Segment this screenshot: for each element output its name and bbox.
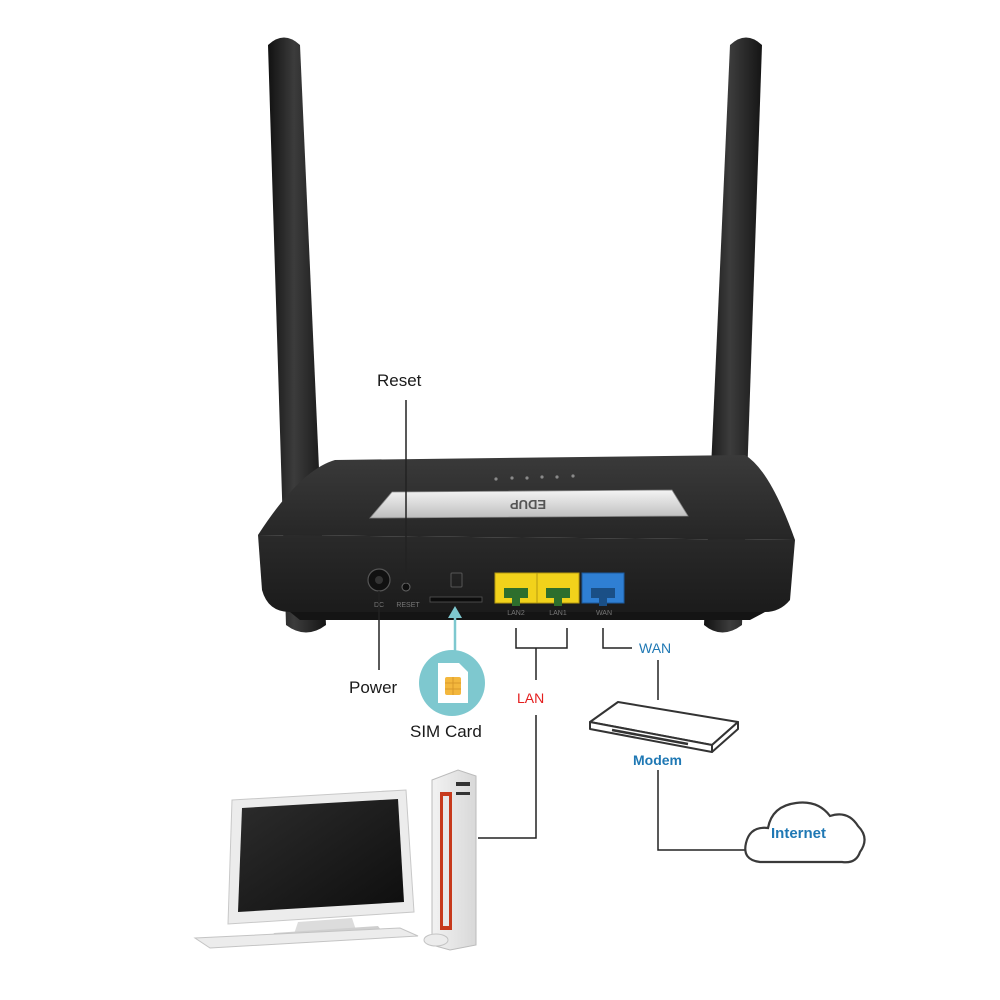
svg-text:WAN: WAN bbox=[596, 610, 612, 617]
power-label: Power bbox=[349, 678, 398, 697]
router: EDUP DC RESET LAN2 LAN1 bbox=[258, 37, 795, 633]
modem-icon bbox=[589, 701, 739, 753]
pc-monitor bbox=[227, 789, 415, 942]
reset-pinhole: RESET bbox=[396, 582, 420, 609]
lan-bracket-line bbox=[515, 628, 568, 649]
wan-label: WAN bbox=[639, 640, 672, 656]
reset-label: Reset bbox=[377, 371, 422, 390]
internet-cloud-icon bbox=[744, 801, 866, 864]
callout-lines bbox=[378, 400, 755, 851]
router-base bbox=[290, 612, 765, 620]
status-leds bbox=[494, 474, 575, 481]
modem-to-internet-line bbox=[657, 770, 755, 851]
pc-mouse bbox=[423, 933, 449, 947]
internet-label: Internet bbox=[771, 825, 827, 842]
svg-text:LAN2: LAN2 bbox=[507, 610, 525, 617]
modem-label: Modem bbox=[633, 752, 682, 768]
wan-port: WAN bbox=[581, 572, 625, 617]
sim-slot bbox=[429, 572, 483, 603]
pc-keyboard bbox=[193, 927, 419, 949]
lan-to-pc-line bbox=[478, 715, 537, 839]
sim-insert-arrow bbox=[448, 606, 462, 655]
svg-text:LAN1: LAN1 bbox=[549, 610, 567, 617]
sim-card-icon bbox=[419, 650, 485, 716]
sim-card-label: SIM Card bbox=[410, 722, 482, 741]
lan-port-1: LAN1 bbox=[536, 572, 580, 617]
brand-logo-text: EDUP bbox=[510, 497, 546, 512]
desktop-computer bbox=[193, 769, 477, 951]
lan-port-2: LAN2 bbox=[494, 572, 538, 617]
brand-badge bbox=[369, 489, 689, 519]
lan-label: LAN bbox=[517, 690, 545, 706]
pc-tower bbox=[431, 769, 477, 951]
svg-text:RESET: RESET bbox=[396, 602, 420, 609]
wan-bracket-line bbox=[602, 628, 632, 649]
